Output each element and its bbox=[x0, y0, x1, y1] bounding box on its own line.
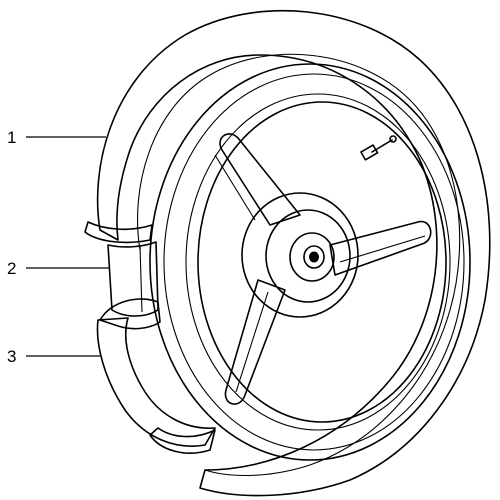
rim-tape-top bbox=[99, 298, 161, 330]
tyre-outer-edge bbox=[96, 9, 491, 497]
rim-tape-bottom-end bbox=[149, 427, 216, 454]
inner-tube-shading bbox=[139, 245, 143, 313]
rim-tape-body bbox=[96, 317, 216, 447]
rim-inner-edge bbox=[197, 101, 447, 423]
callout-2-label: 2 bbox=[7, 259, 16, 278]
rim-well bbox=[185, 93, 451, 431]
tyre bbox=[84, 9, 491, 497]
rim-lip bbox=[163, 73, 465, 451]
callout-1-label: 1 bbox=[7, 128, 16, 147]
callout-1: 1 bbox=[7, 128, 106, 147]
valve-stem bbox=[360, 135, 397, 161]
callout-2: 2 bbox=[7, 259, 110, 278]
spoke-right-face bbox=[339, 235, 426, 263]
tyre-sidewall-line bbox=[137, 53, 461, 477]
rim-outer bbox=[149, 63, 471, 461]
callout-3: 3 bbox=[7, 347, 100, 366]
spoke-upper bbox=[219, 133, 301, 226]
hub-ring bbox=[265, 209, 351, 303]
callout-3-label: 3 bbox=[7, 347, 16, 366]
spoke-upper-face bbox=[214, 154, 256, 221]
spoke-lower bbox=[224, 279, 286, 405]
hub-cap bbox=[289, 232, 335, 282]
rim-tape bbox=[96, 298, 216, 454]
wheel-rim bbox=[149, 63, 471, 461]
spoke-right bbox=[329, 220, 432, 276]
hub-back bbox=[241, 192, 359, 318]
axle-nut bbox=[303, 245, 325, 269]
axle-hole bbox=[309, 251, 319, 263]
spoke-lower-face bbox=[235, 291, 269, 393]
